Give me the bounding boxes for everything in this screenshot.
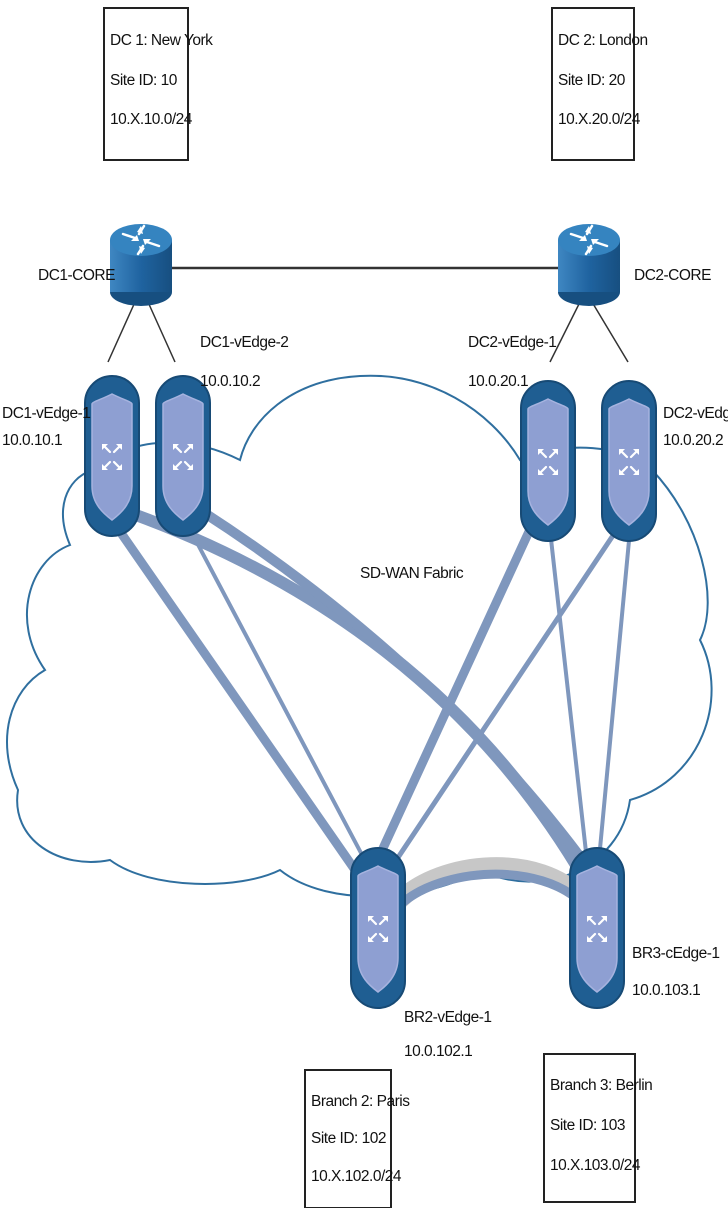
router-icon: [556, 222, 622, 308]
site-subnet: 10.X.102.0/24: [311, 1168, 402, 1185]
device-ip: 10.0.10.2: [200, 373, 260, 390]
vedge-icon: [519, 379, 577, 543]
site-name: DC 2: London: [558, 32, 648, 49]
dc2-vedge-2[interactable]: DC2-vEdge-2 10.0.20.2: [600, 379, 728, 543]
branch-tunnel: [391, 857, 593, 910]
site-id: Site ID: 102: [311, 1130, 386, 1147]
vedge-icon: [600, 379, 658, 543]
device-name: BR2-vEdge-1: [404, 1009, 492, 1026]
dc1-core-router[interactable]: DC1-CORE: [38, 222, 174, 308]
site-box-br2: Branch 2: Paris Site ID: 102 10.X.102.0/…: [304, 1069, 411, 1208]
device-ip: 10.0.103.1: [632, 982, 700, 999]
site-subnet: 10.X.20.0/24: [558, 111, 641, 128]
device-name: DC1-vEdge-2: [200, 334, 288, 351]
device-ip: 10.0.20.1: [468, 373, 528, 390]
vedge-icon: [568, 846, 626, 1010]
router-icon: [108, 222, 174, 308]
br3-cedge-1[interactable]: BR3-cEdge-1 10.0.103.1: [568, 846, 720, 1010]
site-subnet: 10.X.10.0/24: [110, 111, 193, 128]
core-uplinks: [107, 301, 629, 363]
site-name: Branch 2: Paris: [311, 1093, 410, 1110]
device-name: DC2-vEdge-1: [468, 334, 556, 351]
site-name: DC 1: New York: [110, 32, 213, 49]
fabric-label: SD-WAN Fabric: [360, 565, 464, 582]
dc2-vedge-1[interactable]: DC2-vEdge-1 10.0.20.1: [468, 334, 577, 543]
site-subnet: 10.X.103.0/24: [550, 1157, 641, 1174]
device-name: DC1-CORE: [38, 267, 115, 284]
device-name: BR3-cEdge-1: [632, 945, 720, 962]
dc1-vedge-1[interactable]: DC1-vEdge-1 10.0.10.1: [2, 374, 141, 538]
site-box-dc1: DC 1: New York Site ID: 10 10.X.10.0/24: [103, 7, 214, 161]
site-box-dc2: DC 2: London Site ID: 20 10.X.20.0/24: [551, 7, 648, 161]
site-id: Site ID: 103: [550, 1117, 625, 1134]
device-ip: 10.0.20.2: [663, 432, 723, 449]
br2-vedge-1[interactable]: BR2-vEdge-1 10.0.102.1: [349, 846, 492, 1060]
vedge-icon: [83, 374, 141, 538]
site-name: Branch 3: Berlin: [550, 1077, 652, 1094]
device-ip: 10.0.102.1: [404, 1043, 472, 1060]
device-ip: 10.0.10.1: [2, 432, 62, 449]
device-name: DC2-CORE: [634, 267, 711, 284]
tunnel-lines: [107, 504, 632, 886]
dc1-vedge-2[interactable]: DC1-vEdge-2 10.0.10.2: [154, 334, 289, 538]
device-name: DC1-vEdge-1: [2, 405, 90, 422]
site-id: Site ID: 20: [558, 72, 626, 89]
site-box-br3: Branch 3: Berlin Site ID: 103 10.X.103.0…: [543, 1053, 653, 1203]
vedge-icon: [349, 846, 407, 1010]
device-name: DC2-vEdge-2: [663, 405, 728, 422]
site-id: Site ID: 10: [110, 72, 178, 89]
vedge-icon: [154, 374, 212, 538]
dc2-core-router[interactable]: DC2-CORE: [556, 222, 712, 308]
